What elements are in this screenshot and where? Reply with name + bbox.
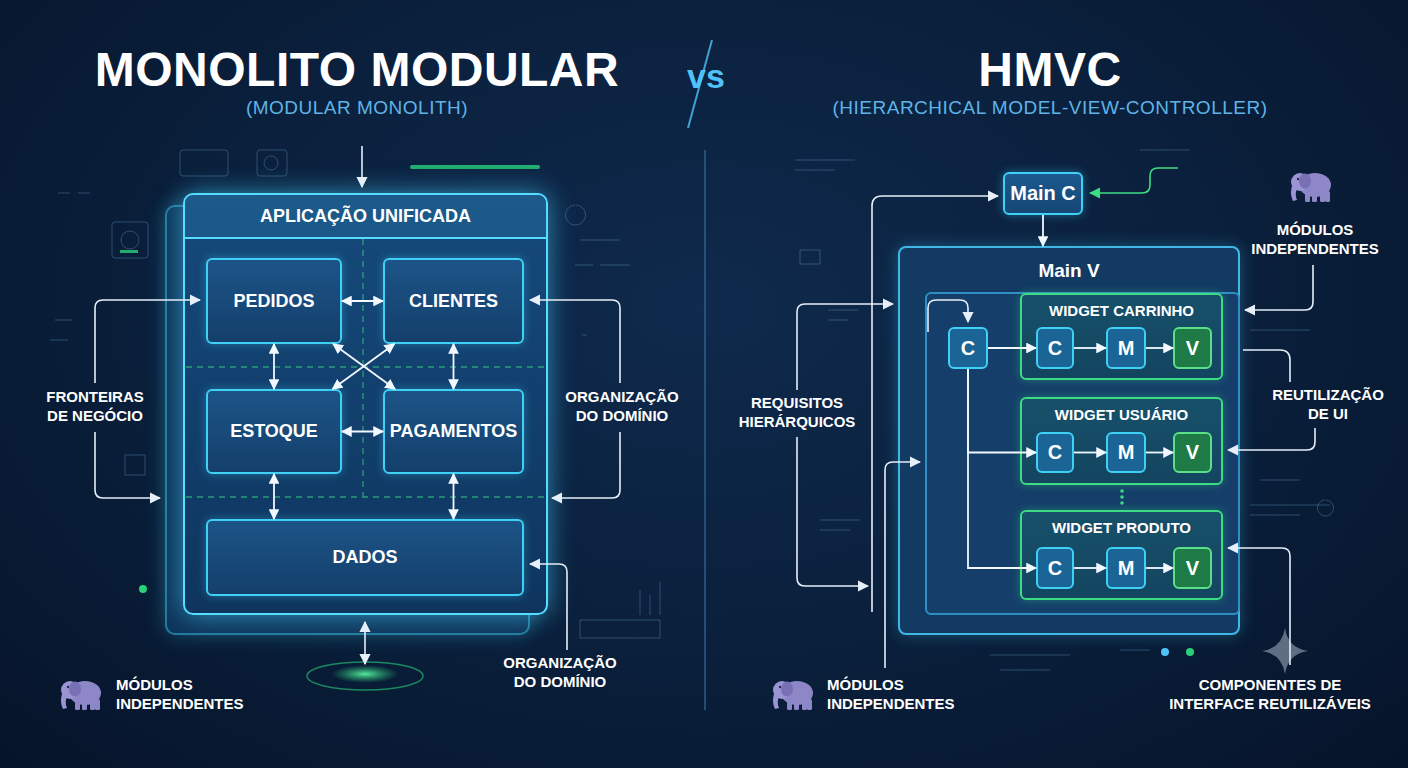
module-box: CLIENTES — [383, 258, 524, 344]
box-label: V — [1186, 441, 1199, 464]
connector-arrow — [342, 300, 383, 302]
box-heading: Main V — [900, 260, 1238, 282]
vs-mark: vs — [671, 55, 741, 98]
annotation: REUTILIZAÇÃO DE UI — [1268, 386, 1388, 424]
model-box: M — [1106, 432, 1146, 473]
connector-arrow — [273, 474, 275, 519]
annotation: ORGANIZAÇÃO DO DOMÍNIO — [557, 388, 687, 426]
hud-decor — [50, 150, 1334, 670]
view-box: V — [1173, 432, 1212, 473]
continuation-dots — [1120, 489, 1124, 505]
controller-box: C — [1036, 432, 1074, 473]
connector-arrow — [968, 369, 1036, 568]
module-box: PEDIDOS — [206, 258, 342, 344]
connector-arrow — [968, 369, 1036, 453]
connector-arrow — [453, 344, 455, 389]
subtitle: (MODULAR MONOLITH) — [147, 96, 567, 120]
connector-arrow — [1146, 347, 1173, 349]
connector-arrow — [453, 474, 455, 519]
widget-box: WIDGET PRODUTO C M V — [1020, 510, 1223, 600]
connector-arrow — [1074, 567, 1106, 569]
connector-arrow — [1146, 567, 1173, 569]
box-heading: WIDGET CARRINHO — [1022, 302, 1221, 319]
sparkle-mark — [1262, 628, 1308, 674]
box-label: Main C — [1010, 182, 1076, 205]
box-heading: WIDGET USUÁRIO — [1022, 406, 1221, 423]
connector-arrow — [1074, 347, 1106, 349]
widget-box: WIDGET CARRINHO C M V — [1020, 293, 1223, 380]
connector-arrow — [988, 347, 1036, 349]
annotation: MÓDULOS INDEPENDENTES — [1245, 221, 1385, 259]
connector-arrow — [342, 431, 383, 433]
annotation: COMPONENTES DE INTERFACE REUTILIZÁVEIS — [1155, 676, 1385, 714]
box-label: DADOS — [332, 547, 397, 568]
box-label: V — [1186, 337, 1199, 360]
box-label: M — [1118, 337, 1135, 360]
app-container: APLICAÇÃO UNIFICADA PEDIDOS CLIENTES ESTOQU… — [183, 193, 548, 615]
box-heading: WIDGET PRODUTO — [1022, 519, 1221, 536]
main-controller: Main C — [1003, 172, 1083, 215]
elephant-icon — [61, 681, 101, 710]
model-box: M — [1106, 327, 1146, 369]
divider — [704, 150, 706, 710]
annotation: MÓDULOS INDEPENDENTES — [827, 676, 977, 714]
box-label: M — [1118, 441, 1135, 464]
box-label: PAGAMENTOS — [390, 421, 517, 442]
controller-box: C — [1036, 547, 1074, 589]
box-heading: APLICAÇÃO UNIFICADA — [185, 195, 546, 239]
box-label: C — [1048, 441, 1062, 464]
box-label: C — [1048, 557, 1062, 580]
box-label: V — [1186, 557, 1199, 580]
platform-ring — [307, 662, 423, 690]
annotation: REQUISITOS HIERÁRQUICOS — [732, 394, 862, 432]
controller-box: C — [1036, 327, 1074, 369]
view-box: V — [1173, 547, 1212, 589]
platform-glow — [331, 665, 399, 683]
hud-dot — [1161, 648, 1169, 656]
annotation: MÓDULOS INDEPENDENTES — [116, 676, 266, 714]
hud-mark — [120, 250, 138, 253]
data-layer: DADOS — [206, 519, 524, 596]
elephant-icon — [1291, 173, 1331, 202]
connector-arrow — [1042, 215, 1044, 246]
box-label: M — [1118, 557, 1135, 580]
model-box: M — [1106, 547, 1146, 589]
annotation: ORGANIZAÇÃO DO DOMÍNIO — [495, 654, 625, 692]
box-label: PEDIDOS — [233, 291, 314, 312]
connector-arrow — [1074, 452, 1106, 454]
connector-arrow — [333, 344, 395, 389]
connector-arrow — [333, 344, 395, 389]
subtitle: (HIERARCHICAL MODEL-VIEW-CONTROLLER) — [770, 96, 1330, 120]
leader-arrow — [1090, 168, 1178, 193]
elephant-icon — [773, 681, 813, 710]
leader-arrow — [95, 146, 1315, 668]
box-label: C — [1048, 337, 1062, 360]
module-box: PAGAMENTOS — [383, 389, 524, 474]
module-boundary — [186, 239, 546, 497]
connector-arrow — [1146, 452, 1173, 454]
main-title: HMVC — [890, 46, 1210, 94]
main-title: MONOLITO MODULAR — [37, 46, 677, 94]
main-view: Main V C WIDGET CARRINHO C M V WIDGET USUÁRIO C… — [898, 246, 1240, 635]
connector-arrow — [273, 344, 275, 389]
box-label: ESTOQUE — [230, 421, 318, 442]
hud-dot — [1186, 648, 1194, 656]
annotation: FRONTEIRAS DE NEGÓCIO — [35, 388, 155, 426]
progress-bar — [410, 165, 540, 169]
view-box: V — [1173, 327, 1212, 369]
box-label: CLIENTES — [409, 291, 498, 312]
module-box: ESTOQUE — [206, 389, 342, 474]
hud-dot — [139, 585, 147, 593]
controller-box: C — [948, 327, 988, 369]
box-label: C — [961, 337, 975, 360]
widget-box: WIDGET USUÁRIO C M V — [1020, 397, 1223, 485]
